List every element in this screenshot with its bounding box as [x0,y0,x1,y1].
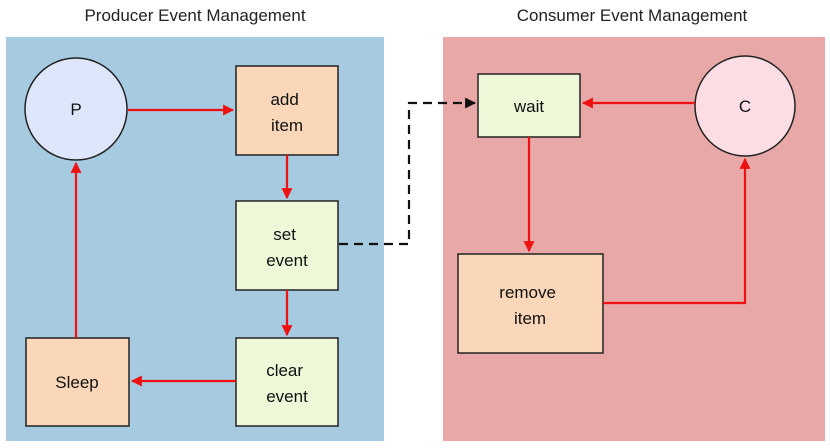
consumer-node-c-label: C [739,97,751,116]
sleep-label: Sleep [55,373,98,392]
sleep-box [25,337,130,427]
dashed-arrow-set-event-to-wait [339,97,477,246]
producer-node-p [24,57,128,161]
producer-node-p-label: P [70,100,81,119]
consumer-node-c [694,55,796,157]
remove-item-box [457,253,604,354]
add-item-label: add item [270,90,303,135]
arrow-remove-item-to-c [603,157,751,305]
clear-event-label: clear event [266,361,308,406]
wait-label: wait [513,97,545,116]
set-event-label: set event [266,225,308,270]
consumer-title: Consumer Event Management [517,6,748,25]
clear-event-box [235,337,339,427]
set-event-box [235,200,339,291]
wait-box [477,73,581,138]
producer-title: Producer Event Management [84,6,305,25]
add-item-box [235,65,339,156]
remove-item-label: remove item [499,283,560,328]
